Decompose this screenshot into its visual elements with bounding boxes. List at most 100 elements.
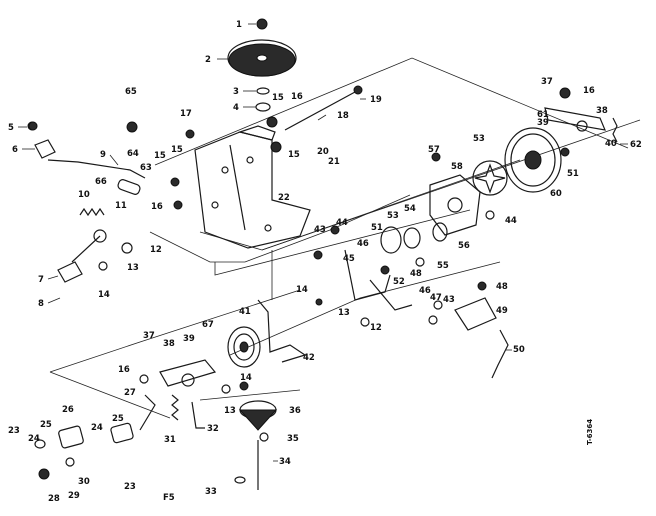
callout-15d: 15: [288, 150, 300, 160]
callout-15b: 15: [171, 145, 183, 155]
callout-39b: 39: [183, 334, 195, 344]
callout-66: 66: [95, 177, 107, 187]
callout-60: 60: [550, 189, 562, 199]
callout-56: 56: [458, 241, 470, 251]
link-50: [491, 329, 509, 379]
callout-11: 11: [115, 201, 127, 211]
lower-left-assembly: [34, 394, 156, 480]
callout-46a: 46: [357, 239, 369, 249]
callout-42: 42: [303, 353, 315, 363]
callout-24a: 24: [28, 434, 40, 444]
callout-6: 6: [12, 145, 18, 155]
pin-32: [191, 401, 205, 429]
callout-26: 26: [62, 405, 74, 415]
callout-7: 7: [38, 275, 44, 285]
callout-52: 52: [393, 277, 405, 287]
callout-58: 58: [451, 162, 463, 172]
shaft-18: [284, 85, 363, 131]
callout-34: 34: [279, 457, 291, 467]
callout-14a: 14: [98, 290, 110, 300]
main-bracket: [194, 125, 311, 249]
callout-46b: 46: [419, 286, 431, 296]
callout-33: 33: [205, 487, 217, 497]
callout-67: 67: [202, 320, 214, 330]
callout-55: 55: [437, 261, 449, 271]
arm-38-lower: [159, 359, 217, 387]
callout-43b: 43: [443, 295, 455, 305]
handle-66: [117, 179, 141, 195]
bracket-7: [57, 229, 107, 283]
washers: [255, 87, 271, 112]
callout-48a: 48: [410, 269, 422, 279]
callout-30: 30: [78, 477, 90, 487]
callout-61: 61: [537, 110, 549, 120]
callout-63: 63: [140, 163, 152, 173]
callout-25a: 25: [40, 420, 52, 430]
callout-13b: 13: [338, 308, 350, 318]
callout-9: 9: [100, 150, 106, 160]
side-code: T-6364: [586, 419, 594, 445]
callout-32: 32: [207, 424, 219, 434]
spring-31: [171, 394, 179, 421]
callout-14c: 14: [240, 373, 252, 383]
callout-43a: 43: [314, 225, 326, 235]
callout-27: 27: [124, 388, 136, 398]
callout-16d: 16: [118, 365, 130, 375]
lever-assembly: [344, 249, 413, 311]
callout-25b: 25: [112, 414, 124, 424]
callout-3: 3: [233, 87, 239, 97]
callout-47: 47: [430, 293, 442, 303]
callout-19: 19: [370, 95, 382, 105]
callout-23b: 23: [124, 482, 136, 492]
callout-8: 8: [38, 299, 44, 309]
callout-17: 17: [180, 109, 192, 119]
callout-21: 21: [328, 157, 340, 167]
sprocket-gear: [227, 18, 297, 77]
callout-28: 28: [48, 494, 60, 504]
callout-37a: 37: [541, 77, 553, 87]
callout-16a: 16: [291, 92, 303, 102]
callout-53a: 53: [473, 134, 485, 144]
shaft-34: [234, 440, 259, 490]
callout-10: 10: [78, 190, 90, 200]
callout-14b: 14: [296, 285, 308, 295]
callout-57: 57: [428, 145, 440, 155]
bracket-49: [454, 297, 497, 331]
callout-37b: 37: [143, 331, 155, 341]
callout-1: 1: [236, 20, 242, 30]
callout-40: 40: [605, 139, 617, 149]
callout-leaders: [18, 23, 628, 462]
figure-code: F5: [163, 493, 175, 503]
fasteners: [28, 87, 571, 442]
callout-44b: 44: [505, 216, 517, 226]
drive-pulley: [227, 326, 261, 368]
callout-35: 35: [287, 434, 299, 444]
arm-38: [544, 107, 618, 143]
callout-38a: 38: [596, 106, 608, 116]
callout-51a: 51: [567, 169, 579, 179]
callout-13a: 13: [127, 263, 139, 273]
callout-13c: 13: [224, 406, 236, 416]
housing-58: [429, 174, 481, 236]
callout-39a: 39: [537, 118, 549, 128]
callout-22: 22: [278, 193, 290, 203]
callout-4: 4: [233, 103, 239, 113]
clutch-36: [238, 400, 278, 431]
callout-29: 29: [68, 491, 80, 501]
callout-20: 20: [317, 147, 329, 157]
callout-45: 45: [343, 254, 355, 264]
callout-51b: 51: [371, 223, 383, 233]
callout-5: 5: [8, 123, 14, 133]
lever-42: [257, 299, 307, 363]
callout-36: 36: [289, 406, 301, 416]
callout-62: 62: [630, 140, 642, 150]
spring-10: [79, 207, 105, 217]
callout-31: 31: [164, 435, 176, 445]
callout-41: 41: [239, 307, 251, 317]
callout-16b: 16: [151, 202, 163, 212]
callout-44a: 44: [336, 218, 348, 228]
callout-2: 2: [205, 55, 211, 65]
callout-53b: 53: [387, 211, 399, 221]
callout-12a: 12: [150, 245, 162, 255]
